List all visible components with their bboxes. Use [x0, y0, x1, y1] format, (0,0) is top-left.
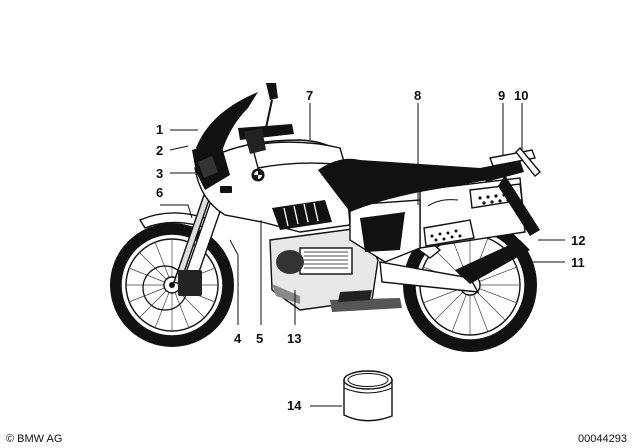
- front-wheel: [110, 223, 234, 347]
- callout-3: 3: [156, 166, 163, 181]
- luggage-rack: [489, 146, 541, 177]
- callout-7: 7: [306, 88, 313, 103]
- swingarm: [379, 261, 480, 293]
- callout-8: 8: [414, 88, 421, 103]
- callout-9: 9: [498, 88, 505, 103]
- leader-lines: [160, 103, 565, 407]
- callout-10: 10: [514, 88, 528, 103]
- diagram-number: 00044293: [578, 433, 627, 445]
- windscreen: [196, 92, 258, 158]
- callout-14: 14: [287, 398, 302, 413]
- body-fairing: [194, 139, 459, 263]
- rear-side-panel: [419, 175, 540, 249]
- callout-6: 6: [156, 185, 163, 200]
- copyright-text: © BMW AG: [6, 433, 62, 445]
- callout-labels: 1 2 3 4 5 6 7 8 9 10 11 12 13 14: [156, 88, 585, 413]
- bmw-logo: [251, 168, 265, 182]
- engine: [269, 227, 379, 311]
- callout-12: 12: [571, 233, 585, 248]
- callout-5: 5: [256, 331, 263, 346]
- callout-1: 1: [156, 122, 163, 137]
- callout-13: 13: [287, 331, 301, 346]
- handlebar-mirror: [238, 83, 294, 154]
- callout-11: 11: [571, 255, 585, 270]
- motorcycle-illustration: [110, 83, 541, 352]
- callout-4: 4: [234, 331, 242, 346]
- seat: [318, 158, 489, 212]
- callout-2: 2: [156, 143, 163, 158]
- paint-can-illustration: [343, 370, 393, 422]
